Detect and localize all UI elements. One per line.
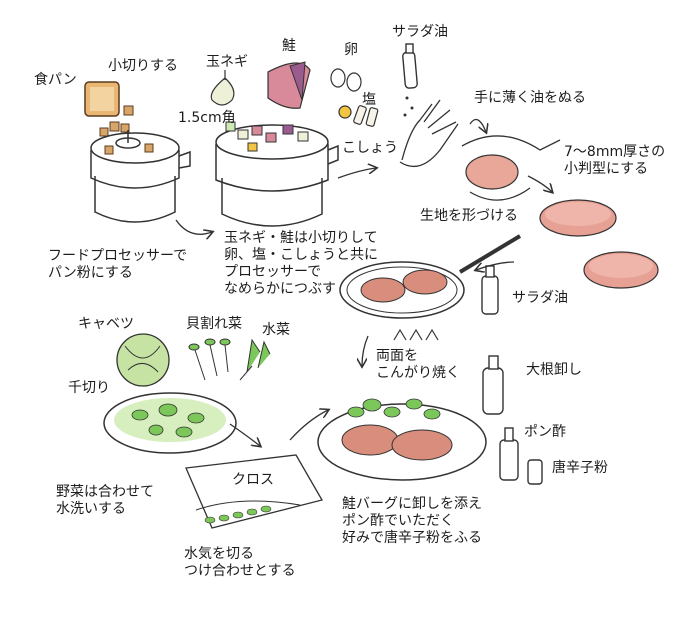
salmon-icon (267, 61, 311, 109)
food-processor-ingredients-icon (215, 124, 339, 227)
heat-icon (393, 328, 439, 341)
oiled-hand-icon (399, 99, 459, 168)
cabbage-icon (116, 333, 170, 387)
pepper-label: こしょう (342, 140, 398, 156)
chili-label: 唐辛子粉 (552, 460, 608, 476)
egg-icon (330, 68, 362, 119)
wash-veg-label: 野菜は合わせて 水洗いする (56, 484, 154, 517)
chili-shaker-icon (527, 459, 543, 485)
egg-label: 卵 (344, 42, 358, 58)
salad-oil-bottle-icon (481, 265, 499, 315)
food-processor-icon (90, 130, 191, 223)
processor-crumbs-label: フードプロセッサーで パン粉にする (48, 248, 188, 281)
julienne-label: 千切り (68, 380, 110, 396)
mizuna-label: 水菜 (262, 322, 290, 338)
cube-size-label: 1.5cm角 (178, 110, 236, 126)
serving-plate-icon (317, 398, 487, 481)
cut-small-label: 小切りする (108, 58, 178, 74)
thickness-label: 7〜8mm厚さの 小判型にする (564, 144, 666, 177)
ponzu-bottle-icon (499, 427, 519, 481)
oil-hands-label: 手に薄く油をぬる (474, 90, 586, 106)
salt-label: 塩 (362, 92, 376, 108)
daikon-oroshi-label: 大根卸し (526, 362, 582, 378)
frying-pan-icon (339, 234, 522, 319)
salad-oil-pan-label: サラダ油 (512, 290, 568, 306)
fry-both-sides-label: 両面を こんがり焼く (376, 348, 460, 381)
sprouts-label: 貝割れ菜 (186, 316, 242, 332)
onion-label: 玉ネギ (206, 54, 248, 70)
chopped-ingredients-icon (225, 121, 309, 152)
cabbage-label: キャベツ (78, 316, 134, 332)
ponzu-label: ポン酢 (524, 424, 566, 440)
onion-salmon-step-label: 玉ネギ・鮭は小切りして 卵、塩・こしょうと共に プロセッサーで なめらかにつぶす (224, 230, 378, 297)
bread-cubes-icon (99, 105, 134, 137)
bread-icon (84, 81, 120, 117)
raw-patty-icon (583, 251, 659, 289)
salad-bowl-icon (103, 392, 237, 454)
sprouts-icon (188, 338, 231, 381)
step-arrows (175, 118, 552, 447)
salmon-label: 鮭 (282, 38, 296, 54)
cloth-label: クロス (232, 472, 274, 488)
bread-label: 食パン (34, 72, 77, 88)
salad-oil-top-label: サラダ油 (392, 24, 448, 40)
raw-patty-icon (539, 199, 617, 237)
form-dough-label: 生地を形づける (420, 208, 518, 224)
cloth-icon (185, 454, 323, 529)
salt-pepper-icon (353, 105, 379, 127)
mizuna-icon (239, 338, 271, 381)
serve-label: 鮭バーグに卸しを添え ポン酢でいただく 好みで唐辛子粉をふる (342, 496, 482, 546)
drain-label: 水気を切る つけ合わせとする (184, 546, 296, 579)
daikon-oroshi-icon (482, 355, 504, 415)
onion-icon (210, 70, 235, 106)
forming-patty-icon (461, 135, 561, 201)
salad-oil-bottle-icon (402, 43, 418, 89)
